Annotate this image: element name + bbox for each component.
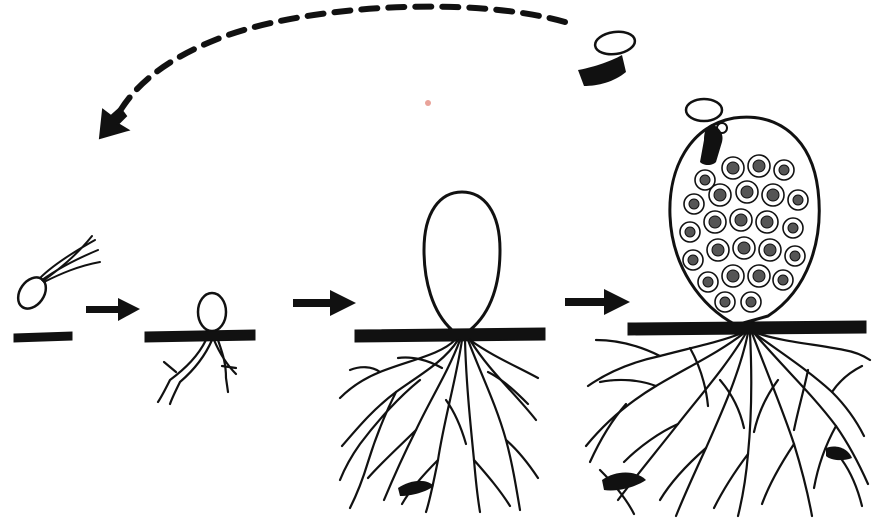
soil-line-1 [14, 332, 72, 342]
rhizoid-network-3 [340, 340, 538, 512]
cycle-return-arrow [100, 7, 565, 138]
rhizoid-network-4 [586, 333, 870, 516]
stage-1-spore [12, 236, 100, 342]
soil-line-3 [355, 328, 545, 342]
speck [425, 100, 431, 106]
stage-2-young-thallus [145, 293, 255, 404]
stage-arrow-2 [293, 290, 356, 316]
stage-arrow-1 [86, 298, 140, 321]
stage-arrow-3 [565, 289, 630, 315]
soil-line-2 [145, 330, 255, 342]
stage-4-mature-sporangium [586, 99, 870, 516]
released-zoospore [578, 29, 636, 86]
cycle-arrowhead-icon [100, 108, 128, 138]
stage-3-developing-sporangium [340, 192, 545, 512]
spore-cluster [680, 155, 808, 312]
